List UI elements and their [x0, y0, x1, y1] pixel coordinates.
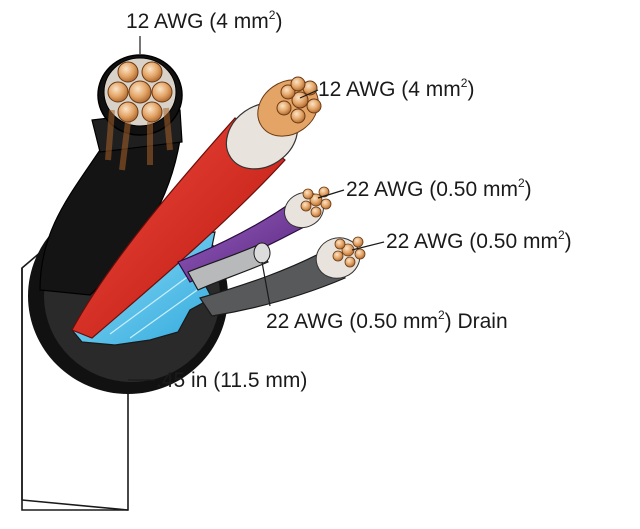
label-purple-conductor: 22 AWG (0.50 mm2)	[346, 176, 532, 201]
label-red-conductor: 12 AWG (4 mm2)	[318, 76, 475, 101]
drain-wire	[187, 242, 271, 291]
label-outer-diameter: .45 in (11.5 mm)	[156, 369, 308, 392]
label-drain-wire: 22 AWG (0.50 mm2) Drain	[266, 308, 508, 333]
black-conductor-strands	[105, 61, 173, 171]
label-gray-conductor: 22 AWG (0.50 mm2)	[386, 228, 572, 253]
gray-conductor-strands	[332, 236, 366, 268]
leader-lines	[128, 36, 385, 381]
red-conductor	[71, 76, 322, 339]
gray-conductor	[199, 236, 366, 317]
purple-conductor-strands	[300, 186, 332, 218]
label-black-conductor: 12 AWG (4 mm2)	[126, 8, 283, 33]
purple-conductor	[177, 186, 332, 283]
black-conductor	[39, 54, 183, 296]
